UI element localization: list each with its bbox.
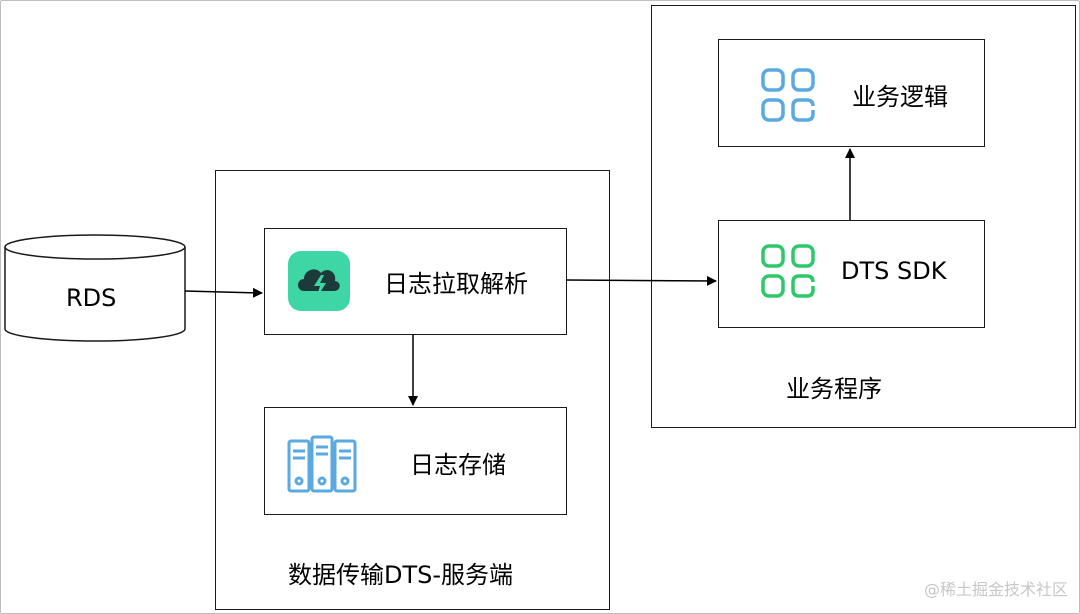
server-storage-icon	[287, 435, 357, 493]
rds-label: RDS	[66, 284, 117, 312]
grid-apps-icon	[761, 244, 815, 298]
rds-database-cylinder	[4, 234, 186, 342]
arrow-log-pull-to-dts-sdk	[566, 275, 717, 286]
dts-sdk-node	[718, 220, 985, 328]
arrow-rds-to-log-pull	[184, 287, 263, 298]
grid-apps-icon	[761, 68, 815, 122]
biz-program-group-label: 业务程序	[786, 375, 882, 403]
biz-logic-label: 业务逻辑	[852, 83, 948, 111]
dts-server-group-label: 数据传输DTS-服务端	[288, 561, 514, 589]
log-store-node	[264, 407, 567, 515]
watermark: @稀土掘金技术社区	[923, 580, 1068, 599]
cloud-lightning-icon	[288, 251, 350, 311]
log-store-label: 日志存储	[410, 451, 506, 479]
dts-sdk-label: DTS SDK	[841, 257, 947, 285]
log-pull-label: 日志拉取解析	[384, 270, 528, 298]
biz-logic-node	[718, 39, 985, 147]
